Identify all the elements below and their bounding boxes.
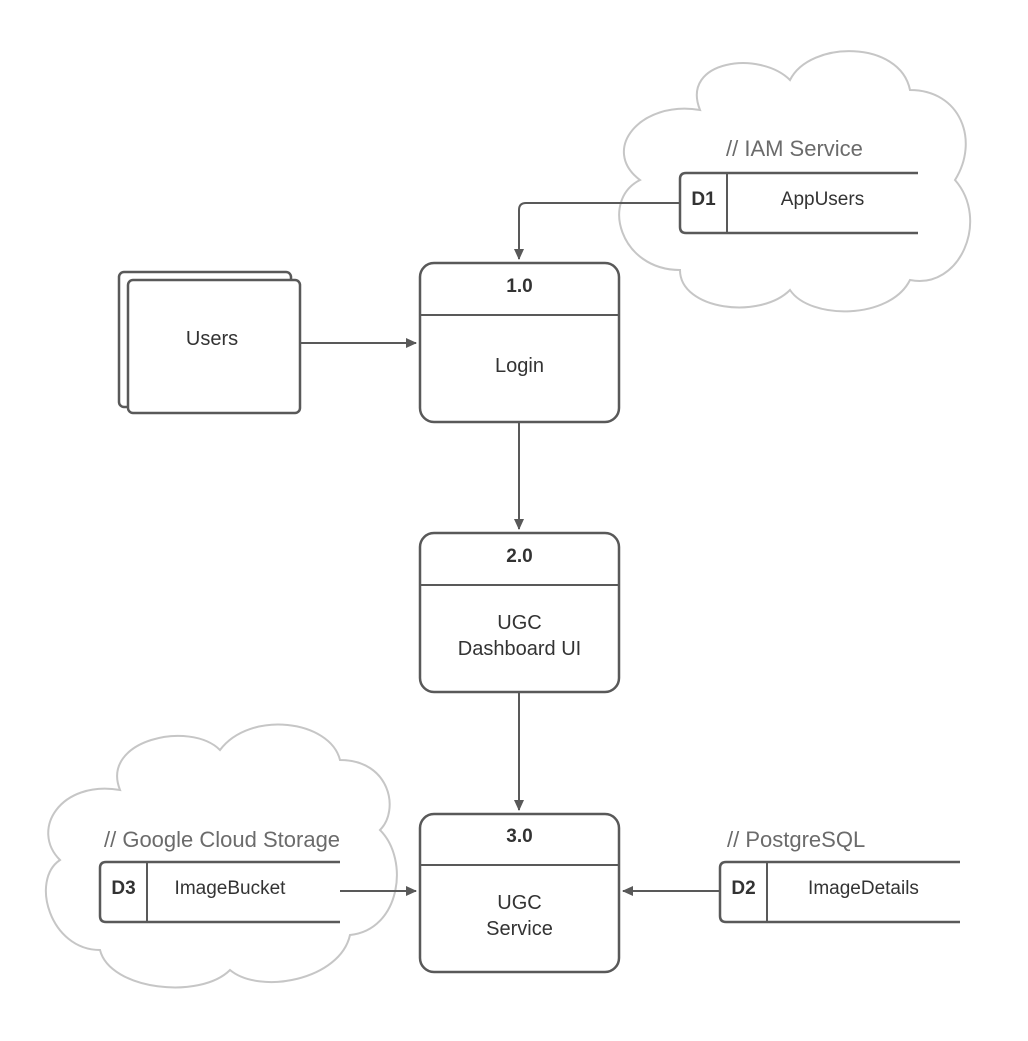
process-2-id: 2.0 [506, 546, 533, 567]
data-store-d2-name: ImageDetails [808, 878, 919, 899]
external-entity-users-label: Users [185, 328, 239, 350]
process-2-name-line-1: UGC [497, 612, 542, 634]
data-store-d3-name: ImageBucket [174, 878, 286, 899]
process-2-shape [418, 531, 621, 694]
process-1-shape [418, 261, 621, 424]
data-store-d3-shape [98, 860, 340, 924]
process-3-shape [418, 812, 621, 974]
cloud-postgres-label: // PostgreSQL [727, 827, 866, 852]
cloud-gcs-shape [44, 723, 398, 989]
data-store-d1-id: D1 [691, 189, 716, 210]
cloud-gcs-label: // Google Cloud Storage [104, 827, 341, 852]
cloud-iam-shape [618, 50, 972, 313]
data-store-d1-name: AppUsers [780, 189, 865, 210]
process-1-name: Login [420, 353, 619, 379]
process-2-name-line-2: Dashboard UI [457, 638, 582, 660]
process-3-name-line-2: Service [486, 918, 553, 940]
process-1-name-line-1: Login [495, 355, 544, 377]
data-store-d3-id: D3 [111, 878, 136, 899]
process-3-name: UGC Service [420, 890, 619, 942]
flow-appusers-to-login [514, 202, 680, 260]
process-2-name: UGC Dashboard UI [420, 610, 619, 662]
external-entity-users-shape [117, 270, 302, 415]
process-3-id: 3.0 [506, 826, 533, 847]
cloud-iam-label: // IAM Service [726, 136, 863, 161]
data-store-d2-id: D2 [731, 878, 756, 899]
process-3-name-line-1: UGC [497, 892, 542, 914]
process-1-id: 1.0 [506, 276, 533, 297]
